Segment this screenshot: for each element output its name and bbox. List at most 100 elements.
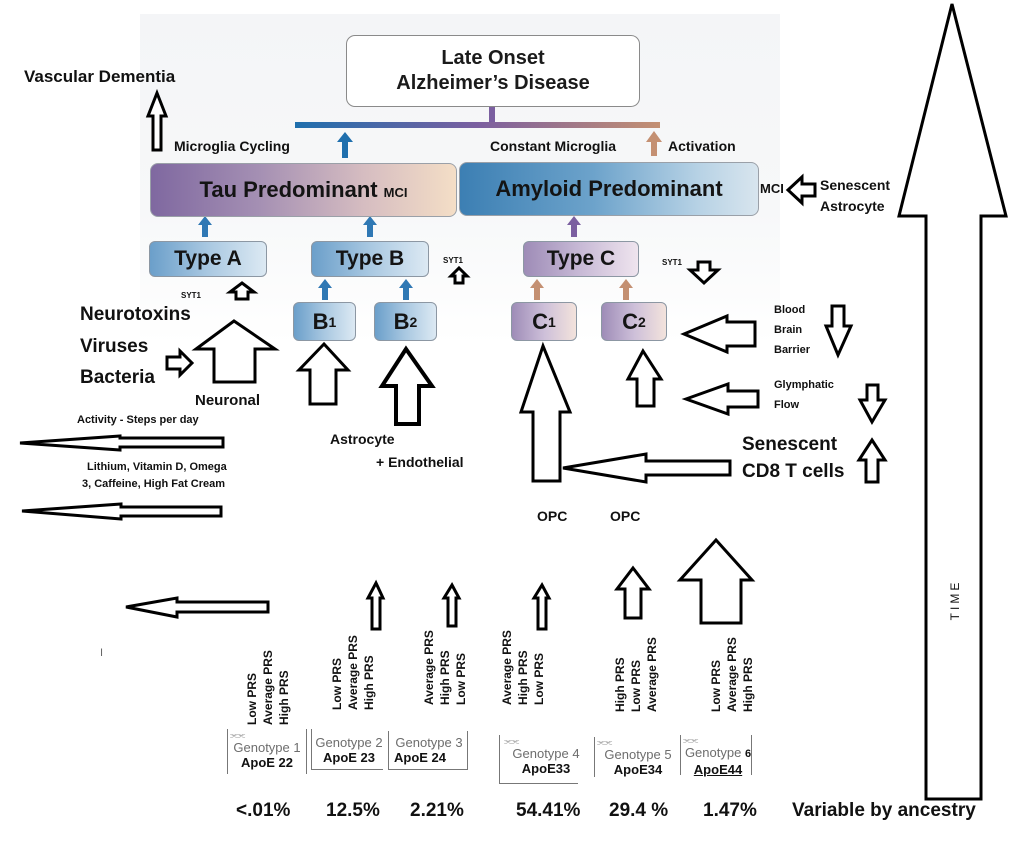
b1-to-type-b-arrow [318, 279, 332, 300]
bbb-down-arrow [823, 304, 854, 359]
genotype5-frame [594, 737, 597, 777]
genotype2-card: Genotype 2 ApoE 23 [314, 735, 384, 765]
dna-icon: ⫘⫘ [504, 736, 519, 746]
bbb-label-3: Barrier [774, 344, 811, 356]
senescent-astrocyte-label-2: Astrocyte [820, 198, 885, 214]
amyloid-mci-suffix: MCI [760, 181, 784, 196]
amyloid-label: Amyloid Predominant [495, 176, 723, 201]
opc-label-1: OPC [537, 508, 568, 524]
branch-bar [295, 122, 660, 128]
stray-mark: I [100, 647, 104, 659]
microglia-cycling-label: Microglia Cycling [174, 138, 290, 154]
genotype2-prs-labels: Low PRS Average PRS High PRS [329, 635, 377, 710]
prs-label: High PRS [277, 670, 291, 725]
tau-label: Tau Predominant [199, 177, 378, 202]
genotype-name: Genotype 1 [233, 740, 301, 755]
apoe-label: ApoE44 [693, 762, 743, 777]
syt1-a-up-arrow [225, 281, 259, 301]
vascular-dementia-arrow [145, 88, 169, 152]
activity-left-arrow [19, 434, 225, 452]
supplements-left-arrow [21, 502, 223, 521]
title-stem [489, 105, 495, 125]
activation-arrow [646, 131, 662, 156]
neurotoxins-label: Neurotoxins [80, 304, 191, 325]
vascular-dementia-label: Vascular Dementia [24, 67, 176, 86]
prs-label: Average PRS [422, 630, 436, 705]
type-b-label: Type B [335, 247, 405, 270]
senescent-astrocyte-left-arrow [785, 173, 817, 207]
prs-label: Low PRS [330, 657, 344, 710]
apoe-label: ApoE34 [613, 762, 663, 777]
type-a-to-tau-arrow [198, 216, 212, 237]
genotype1-card: ⫘⫘ Genotype 1 ApoE 22 [230, 730, 304, 770]
prs-label: High PRS [362, 655, 376, 710]
neuronal-label: Neuronal [195, 392, 261, 409]
activation-label: Activation [668, 138, 736, 154]
prs-label: Low PRS [454, 652, 468, 705]
astrocyte-label: Astrocyte [330, 431, 395, 447]
genotype5-prs-labels: High PRS Low PRS Average PRS [612, 637, 660, 712]
late-onset-ad-box: Late Onset Alzheimer’s Disease [346, 35, 640, 107]
genotype-name: Genotype [684, 745, 742, 760]
genotype3-frequency: 2.21% [410, 800, 464, 821]
genotype5-frequency: 29.4 % [609, 800, 669, 821]
genotype2-up-arrow [365, 579, 386, 631]
amyloid-predominant-mci-box: Amyloid Predominant [459, 162, 759, 216]
prs-label: High PRS [741, 657, 755, 712]
type-c-to-amyloid-arrow [567, 216, 581, 237]
genotype3-prs-labels: Average PRS High PRS Low PRS [421, 630, 469, 705]
supplements-line-2: 3, Caffeine, High Fat Cream [82, 478, 226, 490]
syt1-b-label: SYT1 [443, 256, 464, 265]
variable-by-ancestry-label: Variable by ancestry [792, 800, 976, 821]
genotype1-frame [227, 729, 307, 774]
microglia-cycling-arrow [337, 132, 353, 158]
time-label: TIME [948, 579, 962, 621]
syt1-c-label: SYT1 [662, 258, 683, 267]
prs-label: Average PRS [261, 650, 275, 725]
prs-label: Average PRS [645, 637, 659, 712]
tau-predominant-mci-box: Tau Predominant MCI [150, 163, 457, 217]
opc-label-2: OPC [610, 508, 641, 524]
prs-label: Average PRS [346, 635, 360, 710]
bbb-left-arrow [680, 313, 757, 355]
genotype6-frequency: 1.47% [703, 800, 757, 821]
genotype3-card: Genotype 3 ApoE 24 [392, 735, 466, 765]
title-line-2: Alzheimer’s Disease [396, 72, 590, 94]
dna-icon: ⫘⫘ [230, 730, 245, 740]
type-a-box: Type A [149, 241, 267, 277]
type-a-label: Type A [174, 247, 242, 270]
genotype-name: Genotype 5 [604, 747, 672, 762]
senescent-astrocyte-label-1: Senescent [820, 177, 891, 193]
b1-astrocyte-up-arrow [295, 341, 352, 406]
glymphatic-label-1: Glymphatic [774, 379, 834, 391]
cd8-label-1: Senescent [742, 434, 838, 455]
endothelial-label: + Endothelial [376, 454, 464, 470]
b1-index: 1 [328, 313, 337, 330]
prs-label: High PRS [516, 650, 530, 705]
bbb-label-1: Blood [774, 304, 806, 316]
glymphatic-down-arrow [857, 383, 888, 426]
genotype2-frequency: 12.5% [326, 800, 380, 821]
genotype5-card: ⫘⫘ Genotype 5 ApoE34 [597, 737, 679, 777]
prs-label: Low PRS [245, 672, 259, 725]
b2-endothelial-up-arrow [378, 345, 436, 426]
prs-label: Average PRS [725, 637, 739, 712]
genotype4-card: ⫘⫘ Genotype 4 ApoE33 [504, 736, 588, 776]
genotype1-left-arrow [125, 596, 270, 619]
genotype3-up-arrow [441, 581, 462, 628]
c1-letter: C [532, 308, 549, 334]
apoe-label: ApoE 24 [394, 750, 447, 765]
type-b-box: Type B [311, 241, 429, 277]
prs-label: High PRS [438, 650, 452, 705]
prs-label: Low PRS [532, 652, 546, 705]
c2-up-arrow [625, 348, 664, 408]
supplements-line-1: Lithium, Vitamin D, Omega [87, 461, 227, 473]
dna-icon: ⫘⫘ [597, 737, 612, 747]
genotype5-up-arrow [613, 565, 653, 620]
apoe-label: ApoE 22 [240, 755, 293, 770]
genotype1-frequency: <.01% [236, 800, 291, 821]
genotype2-frame [311, 729, 383, 770]
